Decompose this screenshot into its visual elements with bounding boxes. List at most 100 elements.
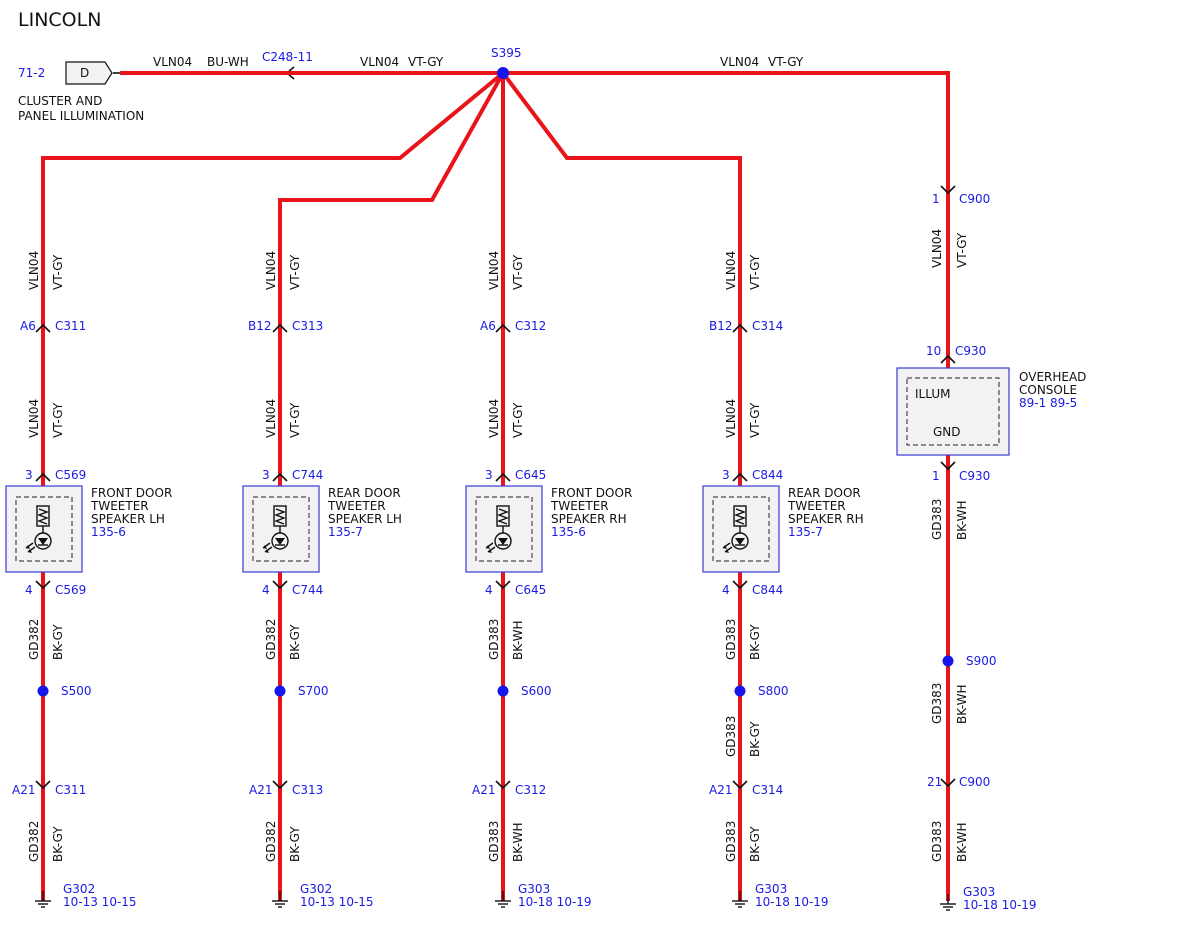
source-circuit: VLN04 [153,55,192,69]
circuit-label: VLN04 [264,399,278,438]
connector-chevron-icon [495,323,511,333]
splice-label: S800 [758,684,789,698]
pin-label: A21 [12,783,35,797]
speaker-name-line1: REAR DOOR [328,486,401,500]
circuit-label: VLN04 [724,399,738,438]
connector-chevron-icon [940,185,956,195]
splice-dot [497,685,509,697]
color-label: VT-GY [51,254,65,290]
ground-label: G303 [755,882,787,896]
pin-label: 3 [722,468,730,482]
splice-s395-dot [497,67,509,79]
ground-refs: 10-13 10-15 [300,895,374,909]
splice-label: S900 [966,654,997,668]
connector-chevron-icon [495,780,511,790]
pin-label: A21 [709,783,732,797]
splice-dot [274,685,286,697]
right-top-color: VT-GY [768,55,804,69]
connector-label: C744 [292,583,323,597]
ground-refs: 10-18 10-19 [963,898,1037,912]
color-label: BK-GY [51,624,65,660]
connector-chevron-icon [940,354,956,364]
pin-label: 4 [262,583,270,597]
branch-rear-door-rh: VLN04 VT-GY B12 C314 VLN04 VT-GY 3 C844 … [702,251,864,909]
pin-label: 3 [485,468,493,482]
circuit-label: VLN04 [27,251,41,290]
pin-label: A21 [472,783,495,797]
pin-label: 21 [927,775,942,789]
ground-label: G303 [963,885,995,899]
speaker-name-line3: SPEAKER RH [788,512,864,526]
source-inline-connector: C248-11 [262,50,313,64]
illum-label: ILLUM [915,387,950,401]
connector-chevron-icon [940,778,956,788]
color-label: VT-GY [511,254,525,290]
connector-label: C844 [752,468,783,482]
color-label: BK-WH [955,684,969,724]
splice-label: S600 [521,684,552,698]
source-color: BU-WH [207,55,249,69]
speaker-name-line1: REAR DOOR [788,486,861,500]
speaker-ref: 135-6 [91,525,126,539]
branch-front-door-rh: VLN04 VT-GY A6 C312 VLN04 VT-GY 3 C645 F… [465,251,632,909]
connector-label: C314 [752,783,783,797]
connector-chevron-icon [272,580,288,590]
splice-s395-label: S395 [491,46,522,60]
ground-refs: 10-18 10-19 [755,895,829,909]
splice-label: S500 [61,684,92,698]
pin-label: 4 [722,583,730,597]
speaker-ref: 135-6 [551,525,586,539]
connector-label: C569 [55,468,86,482]
connector-chevron-icon [272,780,288,790]
page-title: LINCOLN [18,9,101,31]
source-ref: 71-2 [18,66,45,80]
circuit-label: GD383 [930,683,944,724]
ground-label: G302 [300,882,332,896]
pin-label: 10 [926,344,941,358]
color-label: BK-WH [511,620,525,660]
speaker-component-box [465,485,543,573]
ground-label: G303 [518,882,550,896]
circuit-label: GD383 [487,619,501,660]
pin-label: 4 [485,583,493,597]
console-refs: 89-1 89-5 [1019,396,1077,410]
connector-chevron-icon [732,472,748,482]
speaker-ref: 135-7 [328,525,363,539]
color-label: BK-WH [955,500,969,540]
speaker-name-line3: SPEAKER LH [328,512,402,526]
pin-label: 3 [25,468,33,482]
console-name-line2: CONSOLE [1019,383,1077,397]
branch-rear-door-lh: VLN04 VT-GY B12 C313 VLN04 VT-GY 3 C744 … [242,251,402,909]
color-label: BK-GY [748,826,762,862]
color-label: BK-GY [51,826,65,862]
connector-label: C645 [515,583,546,597]
connector-label: C312 [515,783,546,797]
speaker-name-line3: SPEAKER RH [551,512,627,526]
speaker-component-box [5,485,83,573]
circuit-label: VLN04 [487,399,501,438]
splice-dot [734,685,746,697]
connector-chevron-icon [35,580,51,590]
pin-label: 1 [932,469,940,483]
connector-label: C744 [292,468,323,482]
circuit-label: GD382 [264,821,278,862]
speaker-name-line2: TWEETER [90,499,149,513]
connector-chevron-icon [272,323,288,333]
connector-label: C930 [955,344,986,358]
connector-label: C312 [515,319,546,333]
speaker-ref: 135-7 [788,525,823,539]
gnd-label: GND [933,425,961,439]
circuit-label: GD383 [930,821,944,862]
ground-refs: 10-18 10-19 [518,895,592,909]
speaker-name-line2: TWEETER [550,499,609,513]
circuit-label: GD383 [724,821,738,862]
connector-chevron-icon [732,323,748,333]
connector-label: C900 [959,775,990,789]
pin-label: A6 [20,319,36,333]
connector-label: C311 [55,319,86,333]
connector-chevron-icon [495,580,511,590]
color-label: BK-GY [288,624,302,660]
pin-label: 1 [932,192,940,206]
splice-label: S700 [298,684,329,698]
